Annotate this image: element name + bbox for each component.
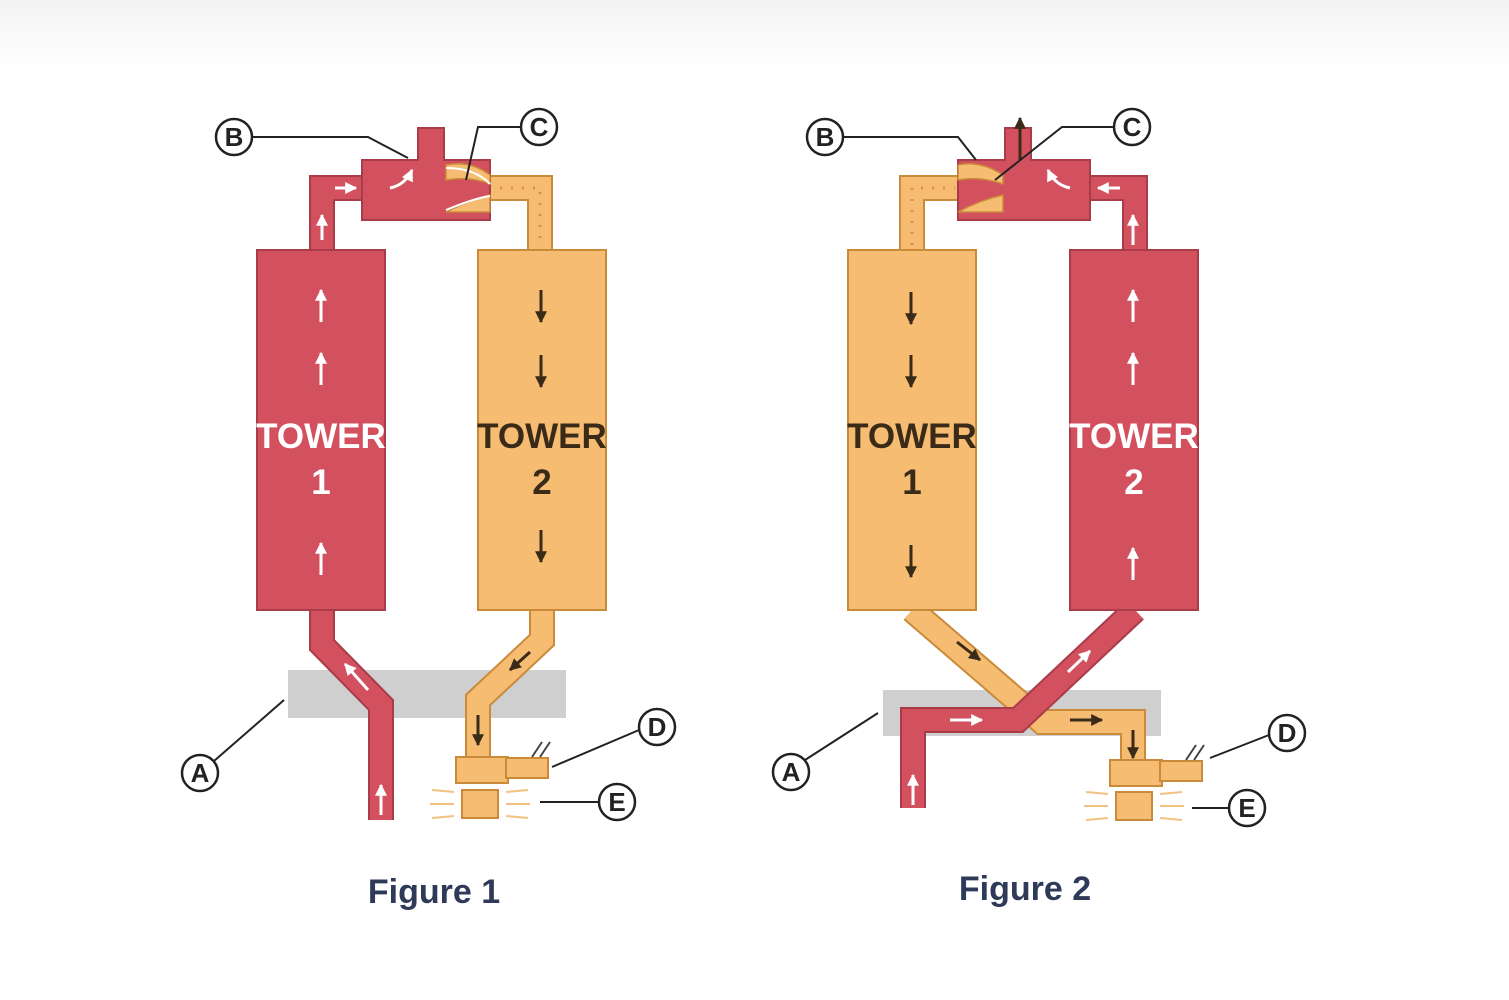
tower-2-number: 2: [1124, 463, 1143, 502]
callout-c: C: [994, 107, 1152, 181]
tower-1-label: TOWER: [256, 417, 386, 456]
valve-block: [361, 127, 491, 221]
tower-1-number: 1: [311, 463, 330, 502]
callout-a: A: [771, 712, 879, 792]
tower-1-number: 1: [902, 463, 921, 502]
tower-2-number: 2: [532, 463, 551, 502]
svg-text:A: A: [191, 758, 210, 788]
valve-block: [957, 127, 1091, 221]
tower-2-label: TOWER: [477, 417, 607, 456]
figure-2: TOWER 1 TOWER 2 A B: [771, 107, 1307, 908]
svg-text:D: D: [648, 712, 667, 742]
flow-arrow: [1066, 649, 1092, 674]
callout-d: D: [1209, 713, 1307, 759]
svg-text:A: A: [782, 757, 801, 787]
tower-1-label: TOWER: [847, 417, 977, 456]
muffler: [430, 789, 530, 819]
flow-arrow: [508, 650, 532, 672]
callout-b: B: [805, 117, 977, 161]
svg-text:E: E: [608, 787, 625, 817]
flow-arrow: [956, 640, 981, 662]
gray-band: [288, 670, 566, 718]
solenoid-valve: [1109, 744, 1205, 787]
callout-d: D: [551, 707, 677, 768]
svg-text:C: C: [530, 112, 549, 142]
top-band: [0, 0, 1509, 70]
figure-2-caption: Figure 2: [959, 870, 1091, 908]
muffler: [1084, 791, 1184, 821]
flow-arrow: [343, 663, 370, 691]
tower-2-label: TOWER: [1069, 417, 1199, 456]
callout-e: E: [540, 782, 637, 822]
callout-b: B: [214, 117, 409, 159]
figure-1-caption: Figure 1: [368, 873, 500, 911]
callout-a: A: [180, 699, 285, 793]
solenoid-valve: [455, 741, 551, 784]
svg-text:C: C: [1123, 112, 1142, 142]
figure-1: TOWER 1 TOWER 2 A B: [180, 107, 677, 911]
svg-text:E: E: [1238, 793, 1255, 823]
callout-e: E: [1192, 788, 1267, 828]
svg-text:D: D: [1278, 718, 1297, 748]
callout-c: C: [465, 107, 559, 181]
svg-text:B: B: [816, 122, 835, 152]
svg-text:B: B: [225, 122, 244, 152]
